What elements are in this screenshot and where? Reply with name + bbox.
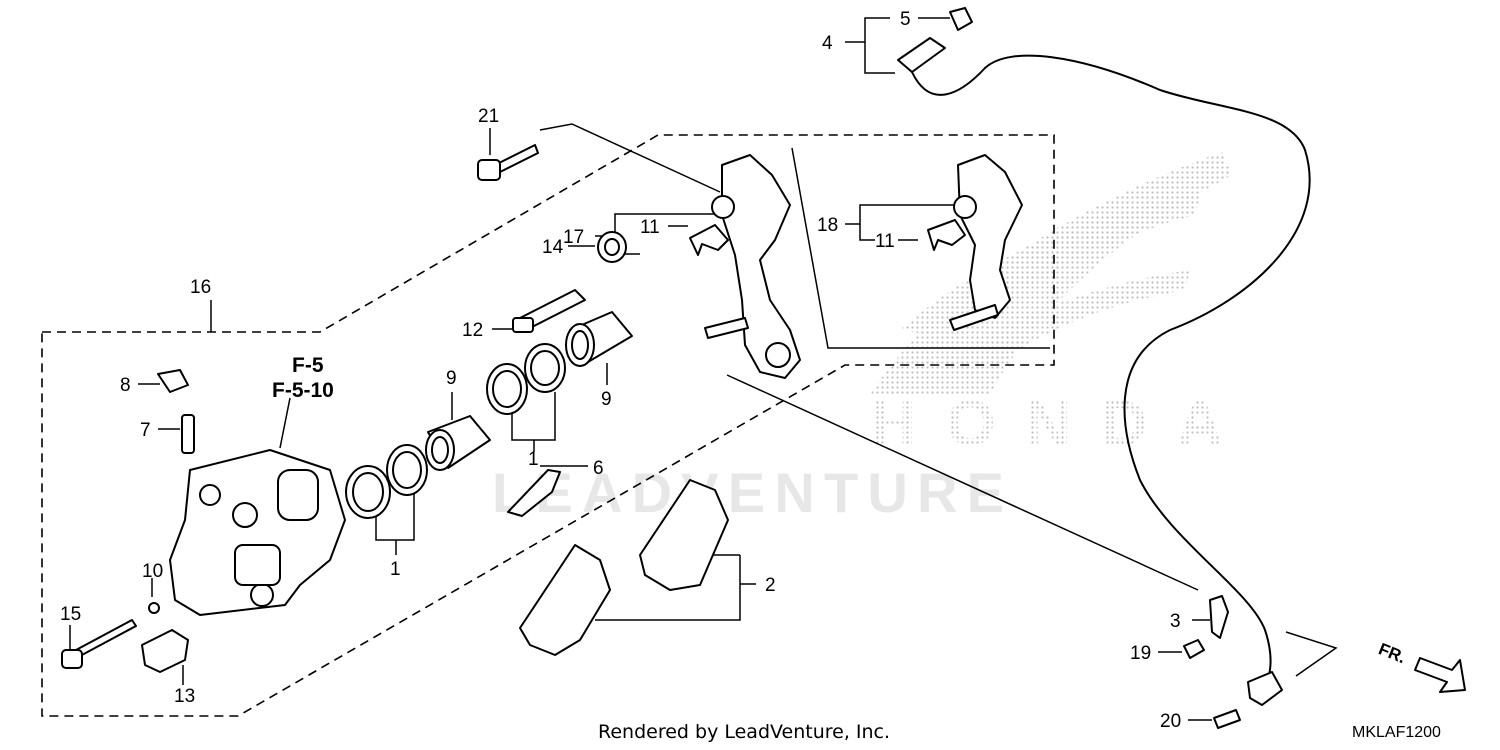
front-direction-arrow: [1414, 657, 1466, 693]
caliper-bracket: [704, 154, 801, 379]
caliper-plug: [141, 629, 189, 673]
callout-1b: 1: [528, 449, 539, 470]
reference-f5-10: F-5-10: [272, 379, 334, 402]
callout-1a: 1: [390, 559, 401, 580]
callout-14: 14: [542, 237, 564, 258]
sensor-bolt: [1213, 709, 1241, 729]
callout-3: 3: [1170, 611, 1181, 632]
rendered-by-credit: Rendered by LeadVenture, Inc.: [598, 721, 890, 743]
piston-small: [425, 415, 491, 471]
callout-8: 8: [120, 375, 131, 396]
leadventure-watermark: LEADVENTURE: [492, 461, 1010, 524]
callout-12: 12: [462, 320, 483, 341]
bleeder-valve: [181, 414, 195, 454]
diagram-code: MKLAF1200: [1352, 724, 1441, 741]
callouts: 1 1 2 3 4 5 6 7 8 9 9 10 11 11 12 13 14 …: [60, 9, 1181, 732]
callout-16: 16: [190, 277, 211, 298]
pad-spring: [689, 224, 729, 256]
honda-wing-watermark: HONDA: [870, 152, 1232, 459]
caliper-bracket-alt: [949, 154, 1023, 331]
abs-sensor-connector: [897, 7, 973, 73]
caliper-body: [169, 449, 346, 616]
callout-19: 19: [1130, 643, 1151, 664]
callout-6: 6: [593, 458, 604, 479]
callout-21: 21: [478, 106, 499, 127]
callout-13: 13: [174, 686, 195, 707]
callout-17: 17: [563, 227, 584, 248]
callout-9b: 9: [601, 389, 612, 410]
caliper-assembly-outline: [41, 134, 1055, 717]
piston-seals: [345, 343, 566, 519]
callout-20: 20: [1160, 711, 1181, 732]
abs-sensor-wire: [911, 54, 1311, 691]
callout-2: 2: [765, 575, 776, 596]
parts: [61, 7, 1466, 729]
slide-pin: [512, 289, 586, 333]
callout-11a: 11: [640, 217, 660, 238]
pad-retainer: [507, 469, 561, 517]
brake-pads: [519, 479, 729, 656]
front-direction-label: FR.: [1376, 639, 1409, 667]
callout-5: 5: [900, 9, 911, 30]
bracket-subassembly-outline: [791, 147, 1050, 349]
abs-sensor-head: [1247, 671, 1283, 706]
pin-bolt: [61, 619, 137, 669]
washer: [148, 602, 160, 614]
bleeder-cap: [157, 369, 189, 393]
clamp-bolt: [1183, 639, 1205, 659]
reference-f5: F-5: [292, 354, 324, 377]
honda-watermark: HONDA: [870, 387, 1225, 459]
callout-15: 15: [60, 604, 81, 625]
callout-18: 18: [817, 215, 838, 236]
mounting-bolt: [477, 144, 539, 181]
leader-lines: [69, 17, 1338, 721]
pad-spring-alt: [927, 219, 966, 251]
callout-9a: 9: [446, 368, 457, 389]
callout-10: 10: [142, 561, 163, 582]
callout-4: 4: [822, 33, 833, 54]
pin-boot: [597, 231, 627, 263]
wire-clamp: [1209, 595, 1229, 639]
callout-11b: 11: [875, 231, 895, 252]
piston-large: [565, 311, 633, 367]
callout-7: 7: [140, 420, 151, 441]
